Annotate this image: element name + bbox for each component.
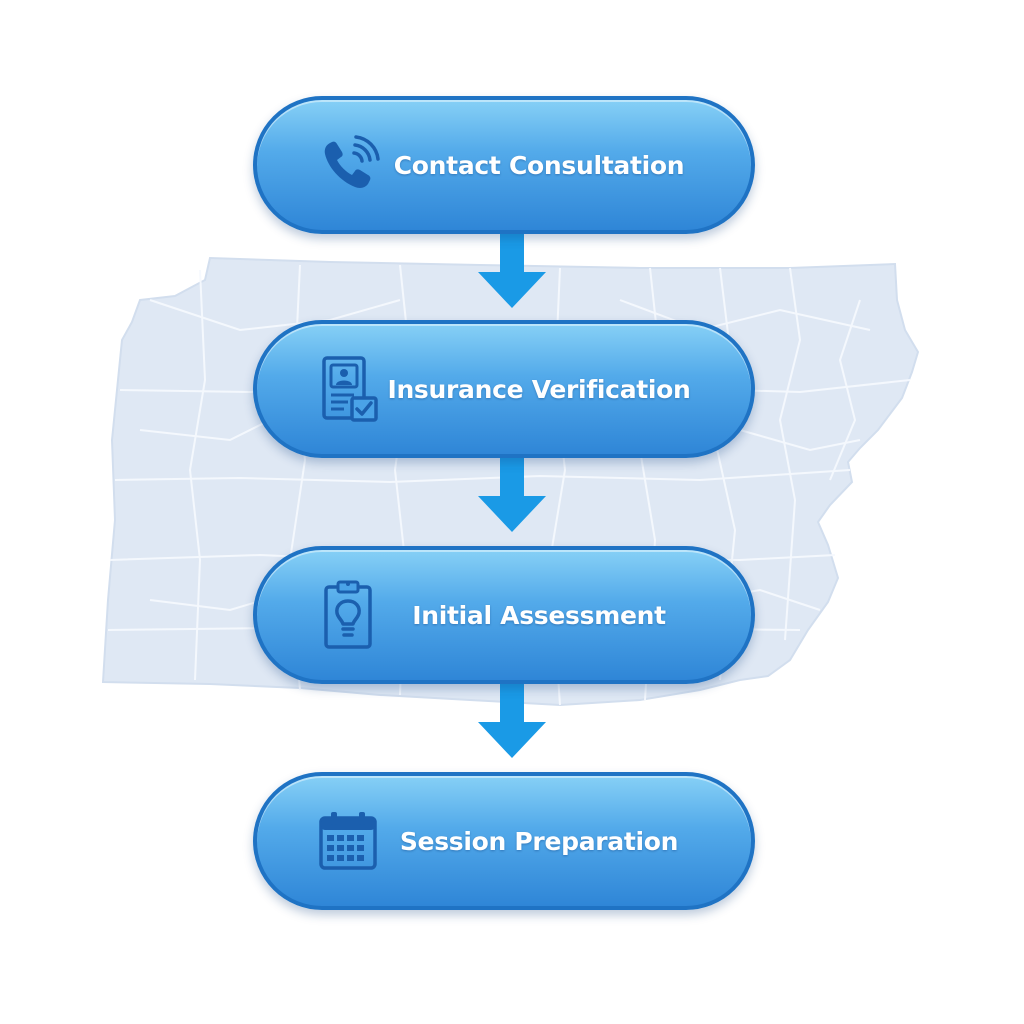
step-label: Contact Consultation	[393, 150, 685, 180]
step-contact-consultation: Contact Consultation	[253, 96, 755, 234]
step-initial-assessment: Initial Assessment	[253, 546, 755, 684]
step-label: Initial Assessment	[412, 600, 666, 630]
id-card-check-icon	[313, 354, 383, 424]
calendar-icon	[313, 806, 383, 876]
clipboard-lightbulb-icon	[313, 580, 383, 650]
step-label: Insurance Verification	[387, 374, 691, 404]
flow-arrow-3	[478, 682, 546, 758]
step-session-preparation: Session Preparation	[253, 772, 755, 910]
flow-arrow-2	[478, 456, 546, 532]
flow-arrow-1	[478, 232, 546, 308]
step-label: Session Preparation	[399, 826, 679, 856]
step-insurance-verification: Insurance Verification	[253, 320, 755, 458]
phone-icon	[313, 130, 383, 200]
